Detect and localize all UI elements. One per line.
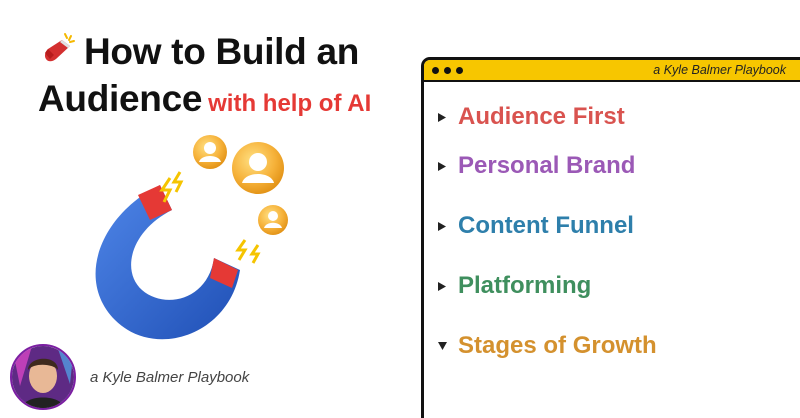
topic-content-funnel[interactable]: Content Funnel (436, 190, 800, 262)
topic-list: Audience First Personal Brand Content Fu… (424, 82, 800, 382)
author-credit: a Kyle Balmer Playbook (10, 343, 249, 411)
triangle-down-icon[interactable] (436, 340, 448, 352)
magnet-icon (44, 33, 75, 62)
window-dot-2[interactable] (444, 66, 451, 74)
window-label: a Kyle Balmer Playbook (653, 63, 786, 77)
topic-audience-first[interactable]: Audience First (436, 92, 800, 142)
author-avatar (10, 344, 76, 410)
title-accent: with help of AI (208, 90, 372, 117)
title-line-1: How to Build an (38, 28, 418, 75)
triangle-right-icon[interactable] (436, 160, 448, 172)
topic-label: Platforming (458, 272, 592, 299)
topic-label: Stages of Growth (458, 332, 657, 359)
user-coin-icon (258, 205, 288, 235)
triangle-right-icon[interactable] (436, 111, 448, 123)
topic-platforming[interactable]: Platforming (436, 250, 800, 322)
topic-label: Personal Brand (458, 152, 636, 179)
topic-label: Content Funnel (458, 212, 634, 239)
window-dot-1[interactable] (432, 66, 439, 74)
topic-stages-of-growth[interactable]: Stages of Growth (436, 310, 800, 382)
playbook-window: a Kyle Balmer Playbook Audience First Pe… (421, 57, 800, 418)
triangle-right-icon[interactable] (436, 280, 448, 292)
magnet-attracting-users-illustration (95, 135, 288, 340)
author-label: a Kyle Balmer Playbook (90, 368, 250, 386)
title-text-2: Audience (38, 78, 203, 119)
triangle-right-icon[interactable] (436, 220, 448, 232)
title-text-1: How to Build an (84, 31, 360, 72)
user-coin-icon (232, 142, 284, 194)
user-coin-icon (193, 135, 227, 169)
topic-personal-brand[interactable]: Personal Brand (436, 130, 800, 202)
window-dot-3[interactable] (456, 66, 463, 74)
window-controls[interactable] (432, 66, 463, 74)
topic-label: Audience First (458, 103, 625, 130)
window-title-bar: a Kyle Balmer Playbook (424, 60, 800, 82)
